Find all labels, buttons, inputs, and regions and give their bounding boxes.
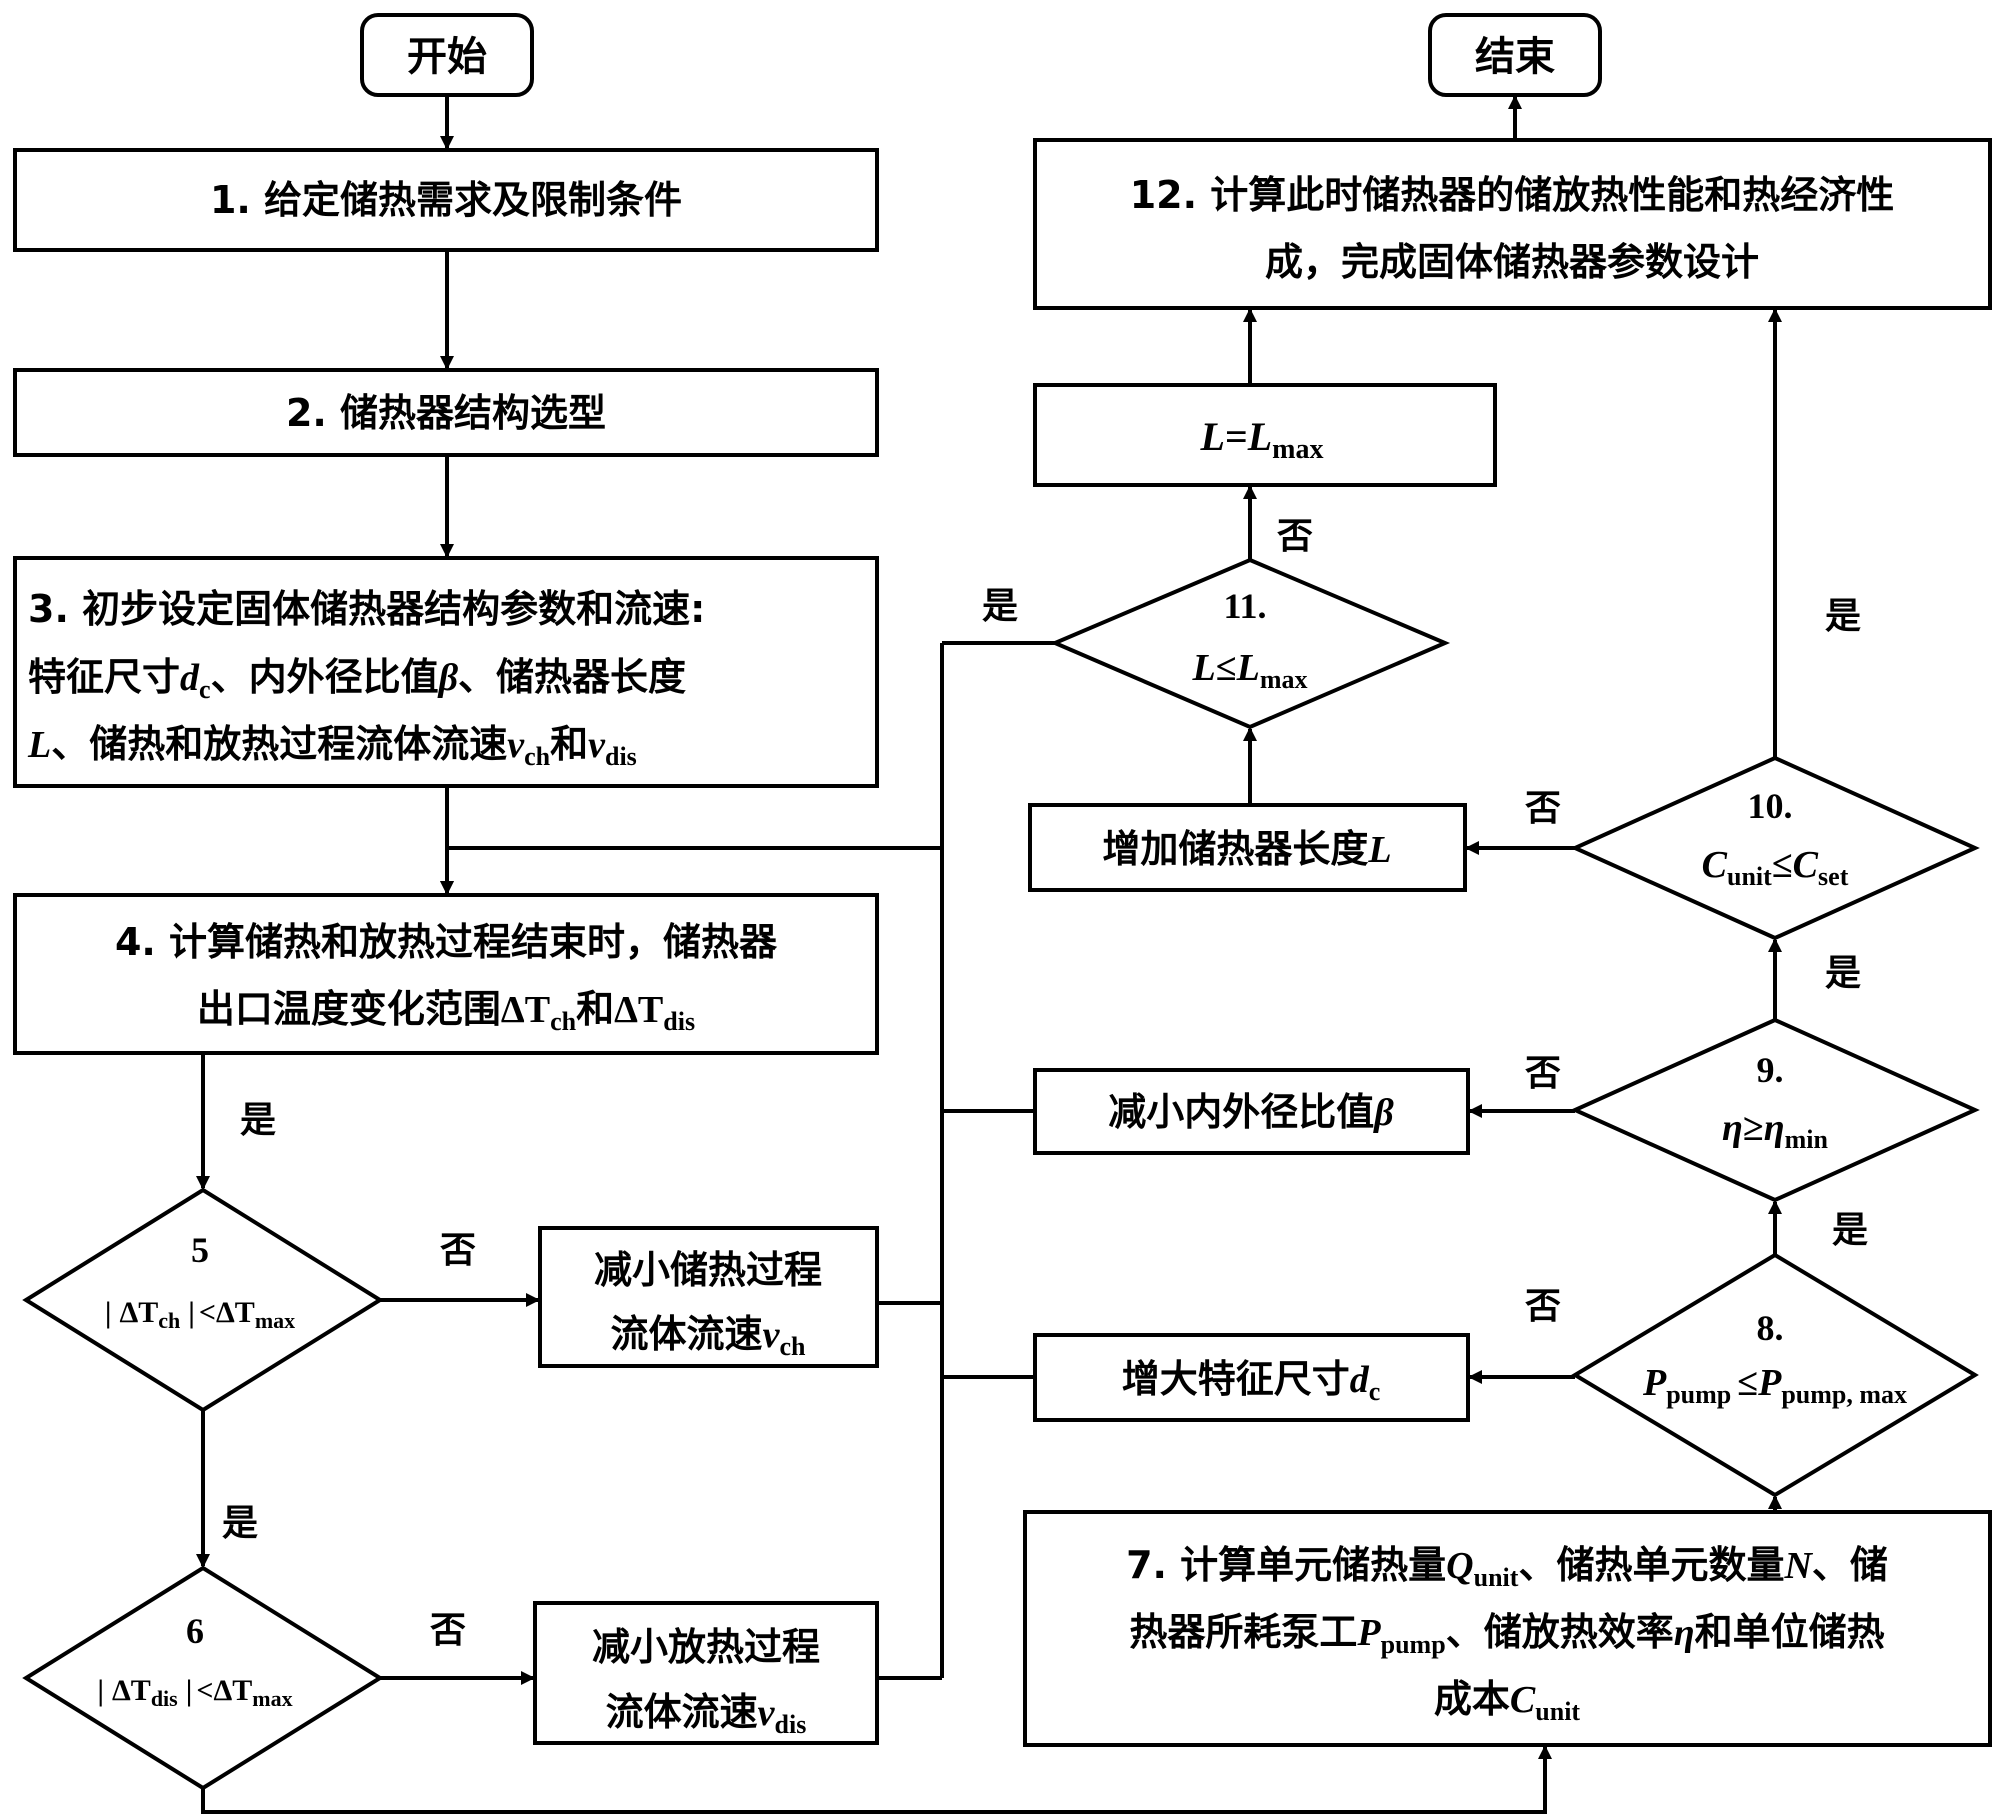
action-increase-dc-box — [1033, 1333, 1470, 1422]
step-3-line-1: 3. 初步设定固体储热器结构参数和流速: — [28, 587, 705, 631]
label-yes-5-6: 是 — [222, 1503, 258, 1544]
label-no-10: 否 — [1525, 788, 1561, 829]
step-2-text: 2. 储热器结构选型 — [286, 391, 606, 435]
action-reduce-vch-line-1: 减小储热过程 — [594, 1248, 822, 1292]
decision-6-number: 6 — [186, 1611, 204, 1651]
end-label: 结束 — [1475, 34, 1555, 80]
label-yes-10-12: 是 — [1825, 596, 1861, 637]
decision-5-condition: |ΔTch|<ΔTmax — [105, 1296, 295, 1333]
decision-10-condition: Cunit≤Cset — [1702, 844, 1849, 891]
label-no-6: 否 — [430, 1610, 466, 1651]
label-no-11: 否 — [1277, 516, 1313, 557]
step-3-line-3: L、储热和放热过程流体流速vch和vdis — [27, 722, 637, 771]
step-7-line-3: 成本Cunit — [1434, 1677, 1581, 1726]
decision-5-number: 5 — [191, 1230, 209, 1270]
step-4-box — [13, 893, 879, 1055]
action-increase-length-box — [1028, 803, 1467, 892]
action-reduce-vdis-line-1: 减小放热过程 — [592, 1625, 820, 1669]
step-7-line-2: 热器所耗泵工Ppump、储放热效率η和单位储热 — [1129, 1610, 1884, 1659]
step-3-line-2: 特征尺寸dc、内外径比值β、储热器长度 — [28, 655, 686, 704]
decision-11-condition: L≤Lmax — [1192, 647, 1308, 694]
action-increase-dc-text: 增大特征尺寸dc — [1122, 1357, 1381, 1406]
step-7-line-1: 7. 计算单元储热量Qunit、储热单元数量N、储 — [1126, 1543, 1888, 1592]
step-12-box — [1033, 138, 1992, 310]
decision-6-condition: |ΔTdis|<ΔTmax — [97, 1674, 292, 1711]
l-equals-lmax-box — [1033, 383, 1497, 487]
action-reduce-vdis-line-2: 流体流速vdis — [606, 1690, 807, 1739]
action-reduce-vch-box — [538, 1226, 879, 1368]
label-yes-4-5: 是 — [240, 1100, 276, 1141]
edge-6-to-7 — [201, 1745, 1552, 1814]
action-reduce-beta-text: 减小内外径比值β — [1108, 1090, 1394, 1134]
l-equals-lmax-text: L=Lmax — [1200, 414, 1324, 465]
label-no-8: 否 — [1525, 1286, 1561, 1327]
label-yes-11: 是 — [982, 586, 1018, 627]
action-reduce-vdis-box — [533, 1601, 879, 1745]
step-4-line-2: 出口温度变化范围ΔTch和ΔTdis — [197, 987, 695, 1036]
label-yes-8-9: 是 — [1832, 1210, 1868, 1251]
step-2-box — [13, 368, 879, 457]
start-label: 开始 — [407, 34, 487, 80]
step-12-line-1: 12. 计算此时储热器的储放热性能和热经济性 — [1130, 173, 1895, 217]
decision-8-condition: Ppump≤Ppump, max — [1642, 1362, 1907, 1409]
label-yes-9-10: 是 — [1825, 953, 1861, 994]
label-no-5: 否 — [440, 1230, 476, 1271]
action-increase-length-text: 增加储热器长度L — [1102, 827, 1391, 871]
decision-10-number: 10. — [1748, 786, 1793, 826]
decision-9-condition: η≥ηmin — [1722, 1107, 1828, 1154]
label-no-9: 否 — [1525, 1053, 1561, 1094]
decision-11-number: 11. — [1223, 586, 1266, 626]
step-1-text: 1. 给定储热需求及限制条件 — [210, 178, 682, 222]
connectors — [196, 95, 1782, 1814]
step-12-line-2: 成，完成固体储热器参数设计 — [1265, 240, 1759, 284]
step-4-line-1: 4. 计算储热和放热过程结束时，储热器 — [115, 920, 778, 964]
step-3-box — [13, 556, 879, 788]
step-7-box — [1023, 1510, 1992, 1747]
action-reduce-vch-line-2: 流体流速vch — [611, 1312, 806, 1361]
decision-9-number: 9. — [1757, 1050, 1784, 1090]
decision-8-number: 8. — [1757, 1308, 1784, 1348]
